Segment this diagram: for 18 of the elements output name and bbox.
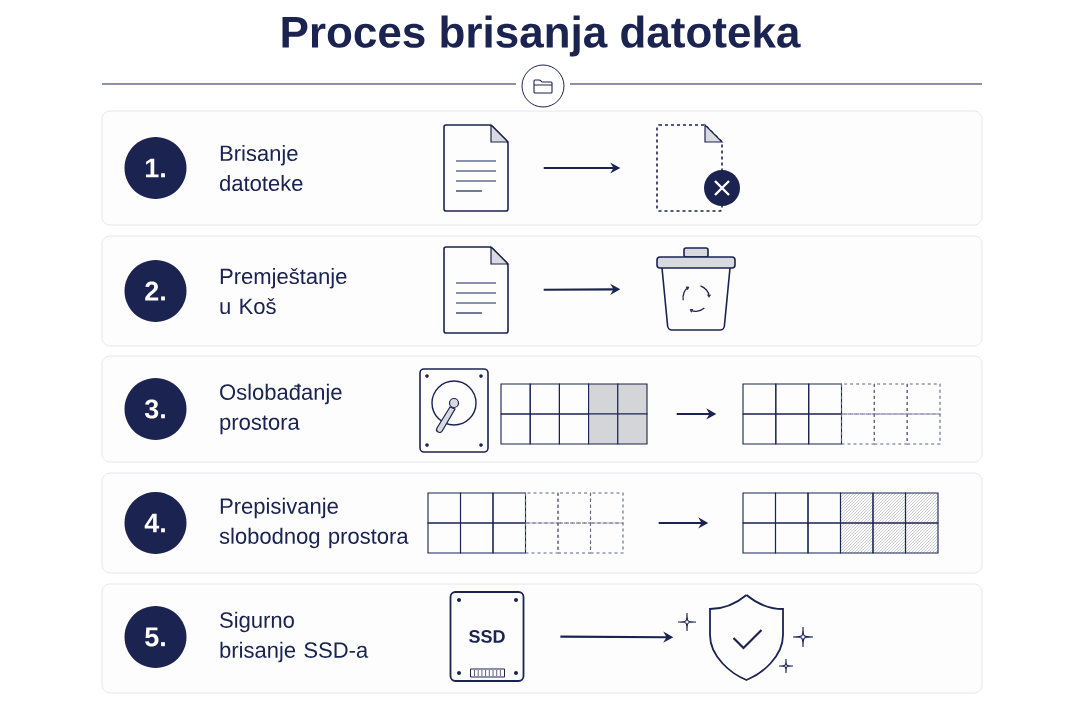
- block-grid: [872, 522, 907, 554]
- step-number: 4.: [124, 492, 187, 554]
- block-grid: [904, 522, 939, 554]
- step-number: 5.: [124, 606, 187, 668]
- step-number: 1.: [124, 137, 187, 199]
- title: Proces brisanja datoteka: [282, 15, 801, 57]
- block-grid: [427, 492, 624, 554]
- shield-icon: [709, 594, 784, 681]
- step-number: 2.: [124, 260, 187, 322]
- block-grid: [500, 383, 648, 445]
- block-grid: [742, 383, 941, 445]
- trash-icon: [656, 247, 736, 331]
- block-grid: [742, 492, 842, 554]
- step-number: 3.: [124, 378, 187, 440]
- block-grid: [872, 492, 907, 524]
- block-grid: [904, 492, 939, 524]
- block-grid: [839, 522, 874, 554]
- block-grid: [839, 492, 874, 524]
